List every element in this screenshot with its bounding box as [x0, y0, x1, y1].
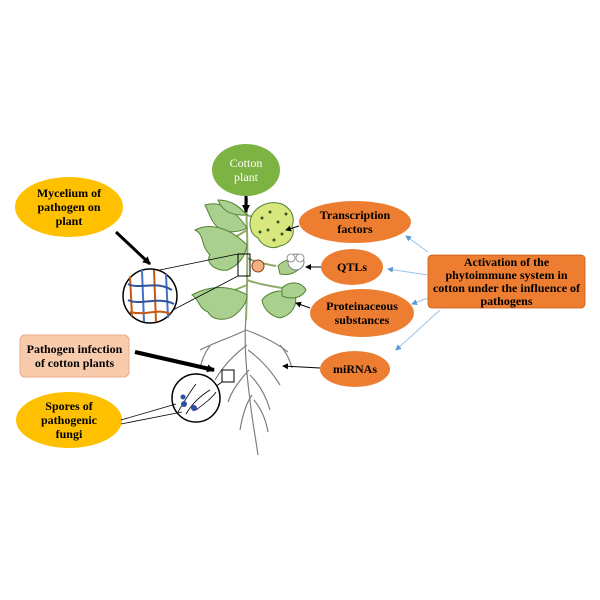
proteinaceous-oval [310, 289, 414, 337]
arrow-activation-mirnas [395, 309, 441, 351]
arrow-transcription [285, 225, 300, 232]
spotted-leaf [249, 202, 294, 249]
spores-oval [16, 392, 122, 448]
cotton-plant-oval [212, 144, 280, 196]
arrow-proteinaceous [295, 301, 311, 309]
mycelium-label: Mycelium of pathogen on plant [36, 186, 102, 228]
mycelium-oval [15, 177, 123, 237]
arrow-activation-qtls [387, 266, 429, 276]
arrow-activation-transcription [405, 235, 429, 253]
leaf-lower-left [191, 287, 248, 320]
arrow-spores-1 [120, 403, 177, 421]
mycelium-magnifier [122, 268, 178, 324]
stem-callout-box [237, 253, 251, 277]
activation-box [427, 254, 586, 309]
cotton-bolls [251, 253, 305, 273]
arrow-mycelium [114, 230, 152, 266]
spores-magnifier [171, 373, 221, 423]
infection-box [19, 334, 130, 378]
arrow-infection [134, 350, 215, 373]
root-callout-box [221, 369, 235, 383]
mirnas-oval [320, 351, 390, 387]
transcription-oval [299, 201, 411, 243]
qtls-oval [321, 249, 383, 285]
arrow-activation-proteinaceous [411, 297, 429, 306]
leaf-middle-left [193, 226, 248, 271]
leaf-upper-left-2 [217, 199, 249, 216]
spores-label: Spores of pathogenic fungi [40, 399, 97, 441]
arrow-mirnas [282, 363, 321, 370]
leaf-right-lower-2 [281, 282, 307, 299]
cotton-plant-label: Cotton plant [229, 156, 263, 184]
plant-roots [199, 317, 293, 456]
transcription-factors-label: Transcription factors [319, 208, 391, 236]
proteinaceous-label: Proteinaceous substances [326, 299, 398, 327]
arrow-spores-2 [120, 411, 183, 425]
qtls-label: QTLs [336, 260, 367, 274]
callout-line-top [149, 253, 239, 273]
plant-leaves [191, 199, 307, 320]
infection-label: Pathogen infection of cotton plants [26, 342, 123, 370]
activation-label: Activation of the phytoimmune system in … [432, 254, 581, 308]
mirnas-label: miRNAs [333, 362, 377, 376]
